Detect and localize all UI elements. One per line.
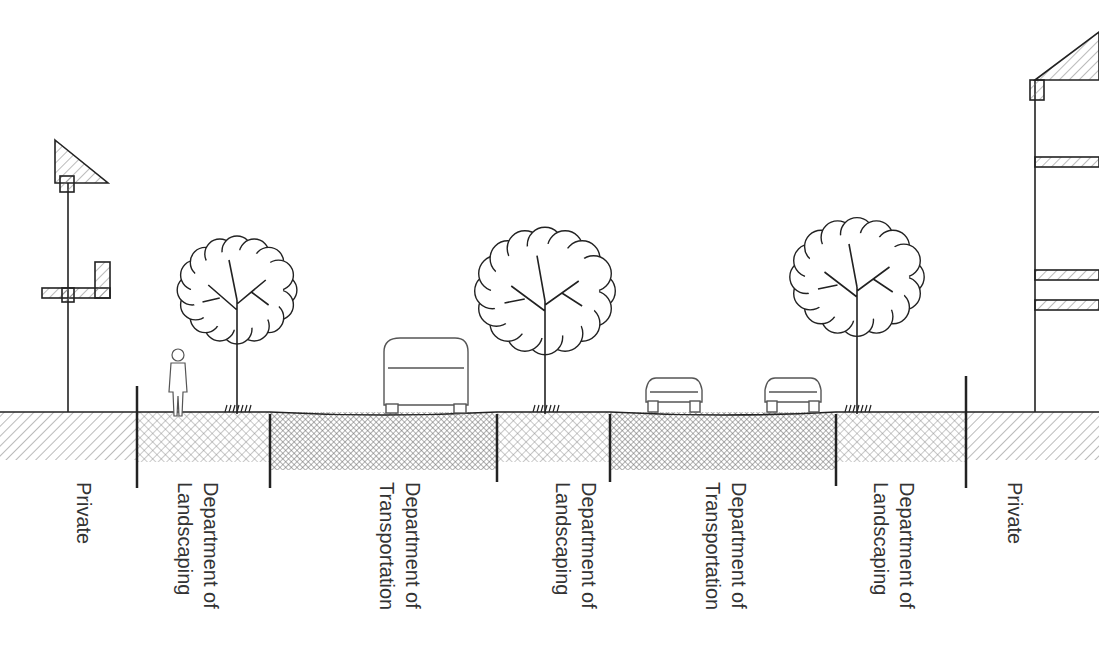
zone-dividers — [137, 376, 966, 488]
ownership-label: Private — [1002, 482, 1028, 632]
cars — [646, 378, 821, 412]
left-building — [42, 140, 110, 412]
ownership-label: Department of Landscaping — [172, 482, 224, 632]
pedestrian — [169, 349, 187, 416]
ownership-label: Department of Landscaping — [550, 482, 602, 632]
ownership-label: Department of Transportation — [700, 482, 752, 632]
tree — [475, 227, 616, 414]
ownership-label: Department of Landscaping — [868, 482, 920, 632]
street-trees — [177, 218, 924, 414]
ownership-label: Private — [71, 482, 97, 632]
ground — [0, 412, 1099, 470]
right-building — [1030, 32, 1099, 412]
bus — [384, 338, 468, 413]
tree — [177, 236, 297, 414]
ownership-label: Department of Transportation — [374, 482, 426, 632]
